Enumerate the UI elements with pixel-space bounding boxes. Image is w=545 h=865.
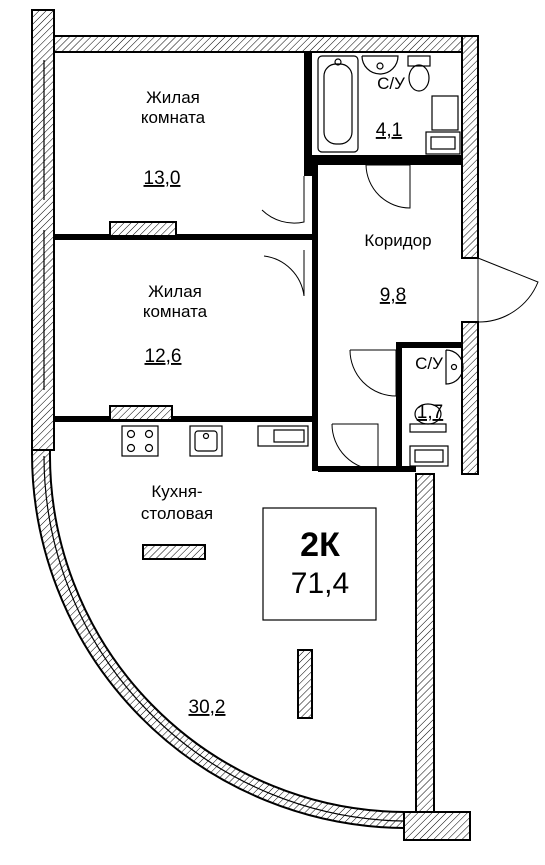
left-wall [31, 9, 55, 451]
doors [261, 164, 539, 471]
cabinet [431, 95, 459, 131]
door-bath1 [365, 164, 411, 209]
entrance-door [477, 257, 539, 323]
living1-area: 13,0 [144, 168, 181, 189]
wall-corridor-left [312, 165, 318, 471]
kitchen-cabinet [257, 425, 309, 447]
washer [425, 131, 461, 155]
radiator-bedroom2 [109, 405, 173, 421]
corner-column [403, 811, 471, 841]
wall-between-bedrooms [54, 234, 316, 240]
living2-name-line1: Жилая [148, 282, 202, 301]
stove [121, 425, 159, 457]
bathtub [317, 55, 359, 153]
wall-bath-left [304, 52, 312, 176]
top-wall [53, 35, 479, 53]
living1-name-line1: Жилая [146, 88, 200, 107]
apartment-type: 2К [300, 526, 340, 564]
right-wall-middle [461, 321, 479, 475]
bath2-area: 1,7 [417, 402, 443, 423]
door-bedroom1 [261, 176, 305, 224]
apartment-total-area: 71,4 [291, 567, 349, 600]
living2-name-line2: комната [143, 302, 208, 321]
sink-bath1 [361, 55, 399, 75]
right-wall-lower [415, 473, 435, 815]
bath1-name: С/У [377, 74, 405, 93]
living2-area: 12,6 [145, 346, 182, 367]
wall-kitchen-top [54, 416, 316, 422]
washer-bath2 [409, 445, 449, 467]
curved-facade-wall [30, 449, 405, 830]
door-kitchen [331, 423, 379, 471]
toilet-tank [407, 55, 431, 67]
sink-bath2 [445, 349, 464, 385]
kitchen-name-line2: столовая [141, 504, 213, 523]
kitchen-name-line1: Кухня- [151, 482, 202, 501]
curved-window-line [43, 455, 405, 822]
bath2-name: С/У [415, 354, 443, 373]
total-area-box [262, 507, 377, 621]
corridor-name: Коридор [364, 231, 431, 250]
bath2-fixtures [409, 349, 464, 467]
door-bedroom2 [263, 250, 305, 297]
wall-bath2-left [396, 342, 402, 470]
corridor-area: 9,8 [380, 285, 406, 306]
bath1-area: 4,1 [376, 120, 402, 141]
kitchen-sink [189, 425, 223, 457]
radiator-kitchen-vertical [297, 649, 313, 719]
living1-name-line2: комната [141, 108, 206, 127]
kitchen-fixtures [121, 425, 309, 457]
toilet-bowl [408, 64, 430, 92]
door-bath2 [349, 349, 397, 397]
wall-bath-bottom [312, 155, 462, 165]
right-wall-upper [461, 35, 479, 259]
radiators [109, 221, 313, 719]
radiator-bedroom1 [109, 221, 177, 237]
bath1-fixtures [317, 55, 461, 155]
wall-bath2-top [396, 342, 462, 348]
radiator-kitchen [142, 544, 206, 560]
outer-walls [30, 9, 479, 841]
kitchen-area: 30,2 [189, 697, 226, 718]
